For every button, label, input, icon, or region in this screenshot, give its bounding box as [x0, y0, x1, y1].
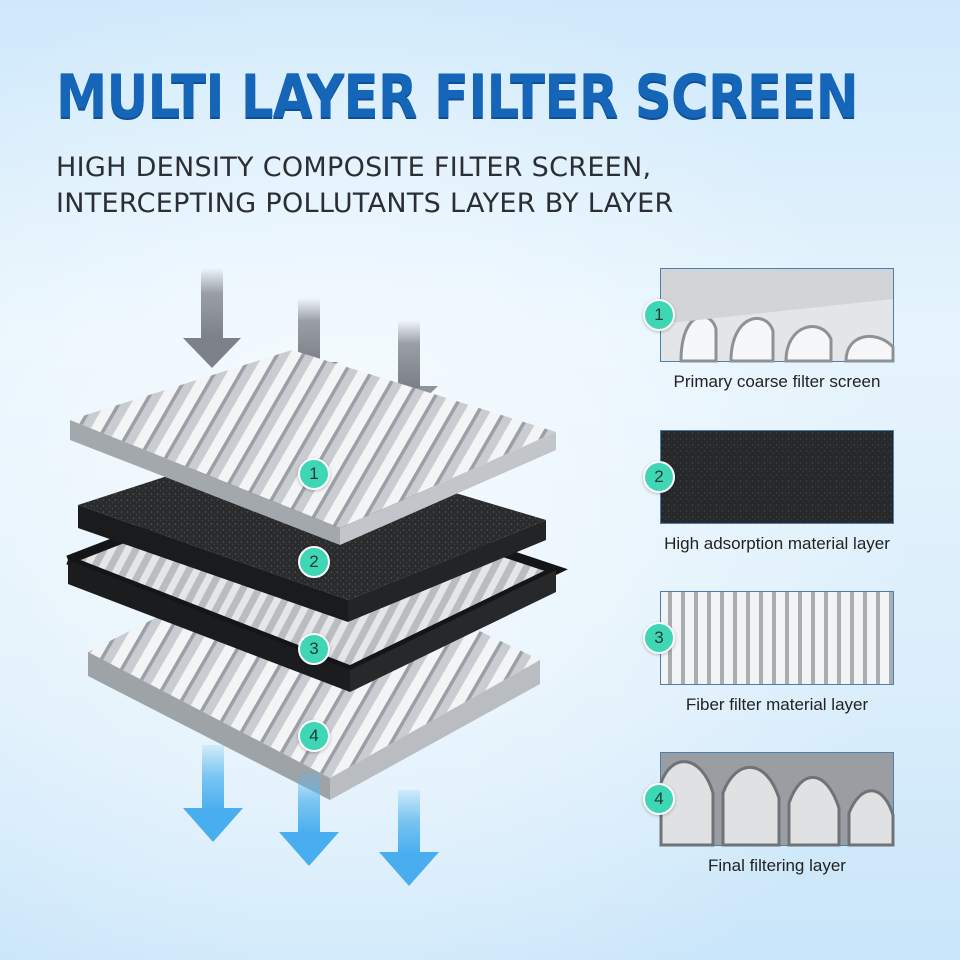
- stack-badge-3: 3: [298, 633, 330, 665]
- page-subtitle: HIGH DENSITY COMPOSITE FILTER SCREEN, IN…: [56, 150, 674, 222]
- stack-layer-1: [70, 350, 556, 545]
- layer-badge-3: 3: [643, 622, 675, 654]
- layer-3-image: 3: [643, 591, 894, 685]
- layer-caption-1: Primary coarse filter screen: [673, 372, 881, 391]
- layer-badge-4: 4: [643, 783, 675, 815]
- layer-card-2: 2 High adsorption material layer: [643, 430, 894, 554]
- layer-badge-2: 2: [643, 461, 675, 493]
- layer-2-image: 2: [643, 430, 894, 524]
- subtitle-line-2: INTERCEPTING POLLUTANTS LAYER BY LAYER: [56, 188, 674, 219]
- stack-badge-1: 1: [298, 458, 330, 490]
- layer-caption-2: High adsorption material layer: [664, 534, 890, 553]
- subtitle-line-1: HIGH DENSITY COMPOSITE FILTER SCREEN,: [56, 152, 652, 183]
- outgoing-air-arrow: [183, 745, 243, 842]
- outgoing-air-arrow: [379, 790, 439, 886]
- layer-card-3: 3 Fiber filter material layer: [643, 591, 894, 715]
- layer-badge-1: 1: [643, 299, 675, 331]
- layer-1-image: 1: [643, 268, 895, 363]
- page-title: MULTI LAYER FILTER SCREEN: [56, 62, 859, 132]
- layer-4-image: 4: [643, 752, 895, 847]
- layer-caption-4: Final filtering layer: [708, 856, 846, 875]
- stack-badge-2: 2: [298, 546, 330, 578]
- layer-card-4: 4 Final filtering layer: [643, 752, 895, 876]
- layer-caption-3: Fiber filter material layer: [685, 695, 869, 714]
- stack-badge-4: 4: [298, 720, 330, 752]
- incoming-air-arrow: [183, 268, 241, 368]
- layer-card-1: 1 Primary coarse filter screen: [643, 268, 895, 392]
- outgoing-air-arrow: [279, 772, 339, 866]
